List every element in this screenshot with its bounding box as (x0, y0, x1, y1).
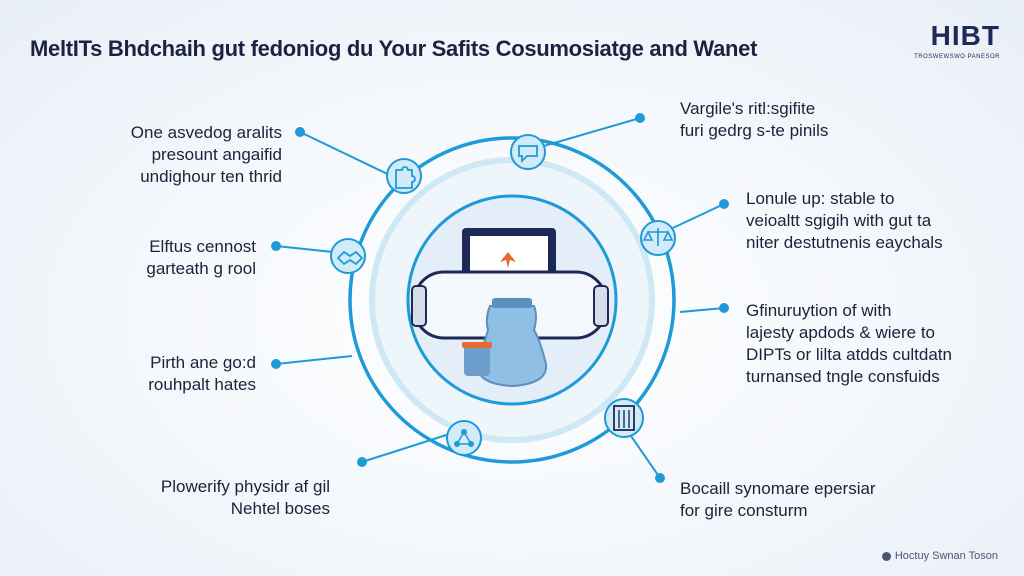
balance-icon (640, 220, 676, 256)
label-line: presount angaifid (151, 145, 282, 164)
label-right-1: Vargile's ritl:sgifite furi gedrg s-te p… (680, 98, 828, 142)
connector-l3 (275, 355, 353, 365)
network-icon (446, 420, 482, 456)
label-line: for gire consturm (680, 501, 808, 520)
label-line: One asvedog aralits (130, 123, 282, 142)
label-line: Plowerify physidr af gil (160, 477, 330, 496)
connector-lines (275, 117, 725, 479)
logo-subtext: TROSWEWSWO PANESOR (914, 54, 1000, 60)
jar-icon (462, 298, 548, 388)
connector-l4 (361, 429, 463, 463)
label-line: Gfinuruytion of with (746, 301, 892, 320)
label-line: Lonule up: stable to (746, 189, 895, 208)
label-line: lajesty apdods & wiere to (746, 323, 935, 342)
logo-text: HIBT (930, 20, 1000, 51)
footer-icon (881, 551, 891, 561)
label-left-3: Pirth ane go:d rouhpalt hates (148, 352, 256, 396)
label-line: garteath g rool (146, 259, 256, 278)
label-line: veioaltt sgigih with gut ta (746, 211, 932, 230)
label-line: rouhpalt hates (148, 375, 256, 394)
building-icon (604, 398, 644, 438)
chat-icon (510, 134, 546, 170)
label-line: Vargile's ritl:sgifite (680, 99, 816, 118)
label-line: Elftus cennost (149, 237, 256, 256)
label-line: Nehtel boses (230, 499, 330, 518)
label-line: niter destutnenis eaychals (746, 233, 943, 252)
puzzle-icon (386, 158, 422, 194)
outer-ring (348, 136, 676, 464)
footer-credit: Hoctuy Swnan Toson (881, 550, 998, 562)
label-line: Bocaill synomare epersiar (680, 479, 876, 498)
label-right-4: Bocaill synomare epersiar for gire const… (680, 478, 876, 522)
label-line: turnansed tngle consfuids (746, 367, 940, 386)
page-title: MeltITs Bhdchaih gut fedoniog du Your Sa… (30, 36, 758, 61)
label-left-2: Elftus cennost garteath g rool (146, 236, 256, 280)
label-left-1: One asvedog aralits presount angaifid un… (131, 122, 282, 188)
label-line: DIPTs or lilta atdds cultdatn (746, 345, 952, 364)
label-line: furi gedrg s-te pinils (680, 121, 829, 140)
connector-r1 (529, 117, 641, 151)
label-right-2: Lonule up: stable to veioaltt sgigih wit… (746, 188, 943, 254)
handshake-icon (330, 238, 366, 274)
label-right-3: Gfinuruytion of with lajesty apdods & wi… (746, 300, 952, 388)
connector-l1 (299, 131, 401, 181)
footer-text: Hoctuy Swnan Toson (894, 550, 998, 562)
connector-r3 (679, 307, 725, 313)
label-line: undighour ten thrid (140, 167, 282, 186)
label-line: Pirth ane go:d (150, 353, 256, 372)
label-left-4: Plowerify physidr af gil Nehtel boses (161, 476, 330, 520)
connector-dots (271, 113, 729, 483)
brand-logo: HIBT TROSWEWSWO PANESOR (914, 20, 1000, 61)
